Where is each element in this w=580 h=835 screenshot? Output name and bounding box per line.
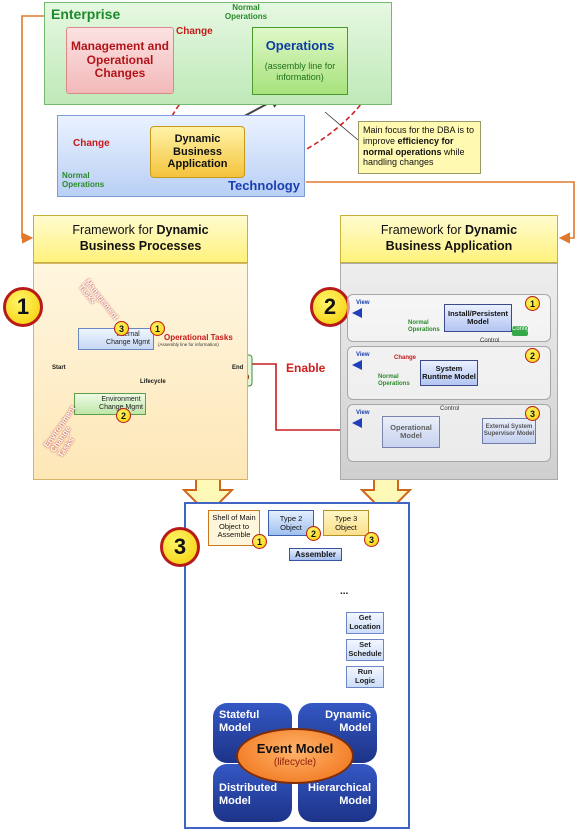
change-label-top: Change	[176, 26, 213, 37]
operational-model-box: Operational Model	[382, 416, 440, 448]
view-arrow-1	[352, 308, 362, 318]
obj-badge-1: 1	[252, 534, 267, 549]
obj-badge-3: 3	[364, 532, 379, 547]
config-right: Config	[512, 326, 529, 336]
badge-3: 3	[160, 527, 200, 567]
normal-ops-label-top: Normal Operations	[224, 3, 268, 21]
type3-object-box: Type 3 Object	[323, 510, 369, 536]
view-label-2: View	[356, 352, 370, 358]
framework-right-title-plain: Framework for	[380, 223, 465, 237]
assembler-box: Assembler	[289, 548, 342, 561]
lifecycle-end: End	[232, 365, 244, 371]
framework-left-title-bold1: Dynamic	[156, 223, 209, 237]
event-model-ellipse: Event Model (lifecycle)	[236, 728, 354, 784]
badge-2: 2	[310, 287, 350, 327]
view-arrow-2	[352, 360, 362, 370]
run-logic-tab: Run Logic	[346, 666, 384, 688]
framework-right-title-bold2: Business Application	[385, 238, 513, 253]
external-model-box: External System Supervisor Model	[482, 418, 536, 444]
internal-change-label: Internal Change Mgmt	[106, 331, 150, 346]
lifecycle-label: Lifecycle	[140, 379, 166, 385]
sub-badge-1-right: 1	[525, 296, 540, 311]
view-label-1: View	[356, 300, 370, 306]
enable-label: Enable	[286, 361, 326, 375]
framework-left-header: Framework for Dynamic Business Processes	[33, 215, 248, 263]
sub-badge-3-right: 3	[525, 406, 540, 421]
event-model-lifecycle: (lifecycle)	[273, 757, 317, 768]
sub-badge-2-right: 2	[525, 348, 540, 363]
assembly-ellipsis: ...	[340, 586, 349, 597]
framework-left-panel	[33, 263, 248, 480]
stateful-model-label: Stateful Model	[219, 709, 260, 735]
operations-title: Operations	[265, 38, 335, 53]
obj-badge-2: 2	[306, 526, 321, 541]
normal-ops-label-tech: Normal Operations	[62, 171, 105, 190]
view-arrow-3	[352, 418, 362, 428]
shell-object-box: Shell of Main Object to Assemble	[208, 510, 260, 546]
control-right-1: Control	[480, 338, 500, 344]
enable-arrow	[248, 363, 354, 436]
change-label-tech: Change	[73, 138, 110, 149]
note-text-post: while handling changes	[363, 146, 465, 168]
lifecycle-start: Start	[52, 365, 66, 371]
event-model-title: Event Model	[256, 741, 334, 756]
operational-tasks-sub: (Assembly line for information)	[158, 342, 219, 347]
dynamic-model-label: Dynamic Model	[325, 709, 371, 735]
control-right-2: Control	[440, 406, 460, 412]
view-label-3: View	[356, 410, 370, 416]
flow-arrow-right	[306, 181, 575, 244]
framework-left-title-bold2: Business Processes	[79, 238, 202, 253]
note-text-pre: Main focus for the DBA is to improve	[363, 125, 475, 146]
enterprise-title: Enterprise	[51, 6, 121, 22]
technology-title: Technology	[228, 178, 300, 193]
sub-badge-2-left: 2	[116, 408, 131, 423]
operations-box: Operations (assembly line for informatio…	[252, 27, 348, 95]
get-location-tab: Get Location	[346, 612, 384, 634]
distributed-model-label: Distributed Model	[219, 782, 278, 808]
framework-left-title-plain: Framework for	[72, 223, 157, 237]
framework-right-title-bold1: Dynamic	[464, 223, 518, 237]
mgmt-changes-box: Management and Operational Changes	[66, 27, 174, 94]
badge-1: 1	[3, 287, 43, 327]
install-model-box: Install/Persistent Model	[444, 304, 512, 332]
normal-ops-right-2: Normal Operations	[378, 374, 410, 387]
set-schedule-tab: Set Schedule	[346, 639, 384, 661]
framework-right-header: Framework for Dynamic Business Applicati…	[340, 215, 558, 263]
flow-arrow-left	[21, 15, 44, 244]
operations-subtitle: (assembly line for information)	[264, 61, 336, 82]
dynamic-business-app-box: Dynamic Business Application	[150, 126, 245, 178]
dba-focus-note: Main focus for the DBA is to improve eff…	[358, 121, 481, 174]
change-right: Change	[394, 355, 417, 361]
hierarchical-model-label: Hierarchical Model	[308, 782, 371, 808]
shell-object-label: Shell of Main Object to Assemble	[212, 513, 256, 540]
operational-tasks-label: Operational Tasks	[164, 333, 233, 342]
env-change-label: Environment Change Mgmt	[99, 396, 143, 411]
runtime-model-box: System Runtime Model	[420, 360, 478, 386]
normal-ops-right-1: Normal Operations	[408, 320, 440, 333]
note-text-bold: efficiency for normal operations	[363, 135, 454, 157]
note-connector	[324, 111, 359, 141]
sub-badge-3-left: 3	[114, 321, 129, 336]
sub-badge-1-left: 1	[150, 321, 165, 336]
